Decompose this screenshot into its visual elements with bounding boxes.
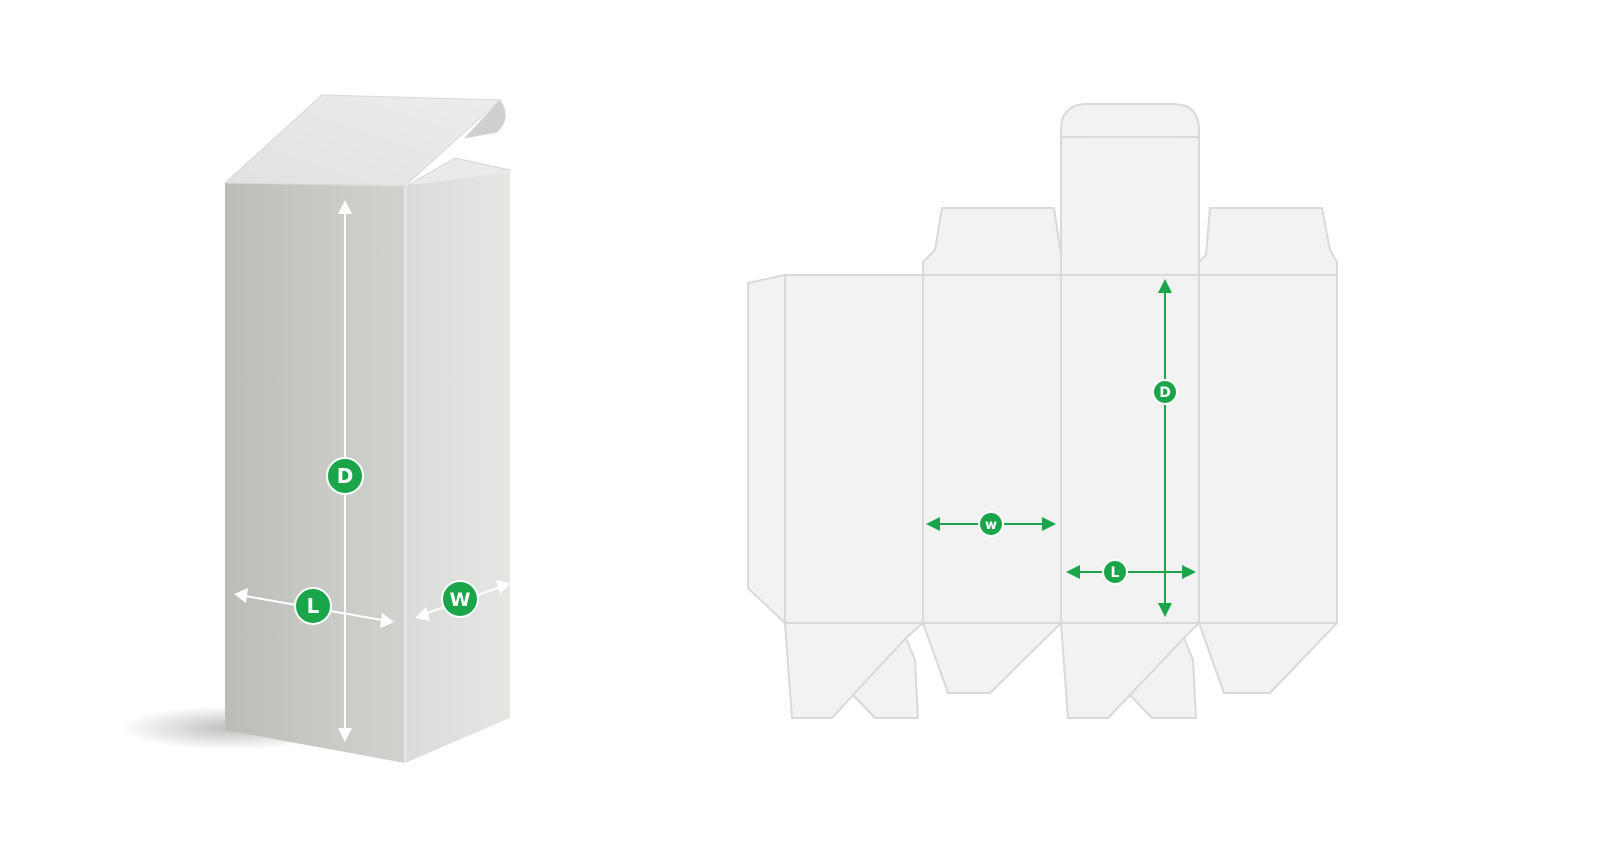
arrowhead-icon (1158, 603, 1172, 617)
arrowhead-icon (338, 200, 352, 214)
arrowhead-icon (1066, 565, 1080, 579)
arrowhead-icon (415, 607, 430, 621)
dieline-top-tuck-flap (1060, 103, 1200, 138)
arrowhead-icon (1158, 279, 1172, 293)
box-length-badge: L (294, 587, 332, 625)
arrowhead-icon (338, 728, 352, 742)
arrowhead-icon (1182, 565, 1196, 579)
arrowhead-icon (1042, 517, 1056, 531)
dieline-depth-badge: D (1152, 379, 1178, 405)
arrowhead-icon (380, 613, 394, 628)
dieline-dimensions: D w L (926, 279, 1196, 617)
dieline-length-badge: L (1102, 559, 1128, 585)
dieline-width-badge: w (978, 511, 1004, 537)
box-length-label: L (307, 594, 320, 618)
dieline-top-lid (1060, 136, 1200, 276)
dieline-length-label: L (1111, 565, 1120, 581)
dieline-panel-1 (784, 274, 924, 624)
box-depth-badge: D (326, 457, 364, 495)
dieline-glue-flap (747, 274, 786, 624)
dieline-depth-label: D (1159, 385, 1171, 401)
dieline-bottom-flap-1-tab (852, 637, 919, 719)
dieline-width-label: w (985, 518, 997, 533)
dieline-bottom-flap-4 (1198, 622, 1338, 694)
dieline-panel-2 (922, 274, 1062, 624)
arrowhead-icon (234, 588, 248, 603)
dieline-top-dust-flap-right (1198, 207, 1338, 276)
box-width-label: W (450, 589, 471, 611)
dieline-panel-4 (1198, 274, 1338, 624)
dieline-top-dust-flap-left (922, 207, 1062, 276)
box-lid-tuck-flap (463, 99, 506, 139)
arrowhead-icon (496, 580, 511, 594)
box-front-face (225, 183, 405, 763)
dieline-panel-3 (1060, 274, 1200, 624)
box-3d-illustration: D L W (120, 94, 511, 763)
box-depth-label: D (337, 464, 354, 488)
dieline-bottom-flap-2 (922, 622, 1062, 694)
box-width-badge: W (441, 580, 479, 618)
dieline-bottom-flap-3-tab (1129, 637, 1197, 719)
box-side-face (405, 172, 510, 763)
arrowhead-icon (926, 517, 940, 531)
dieline-illustration (747, 103, 1338, 719)
